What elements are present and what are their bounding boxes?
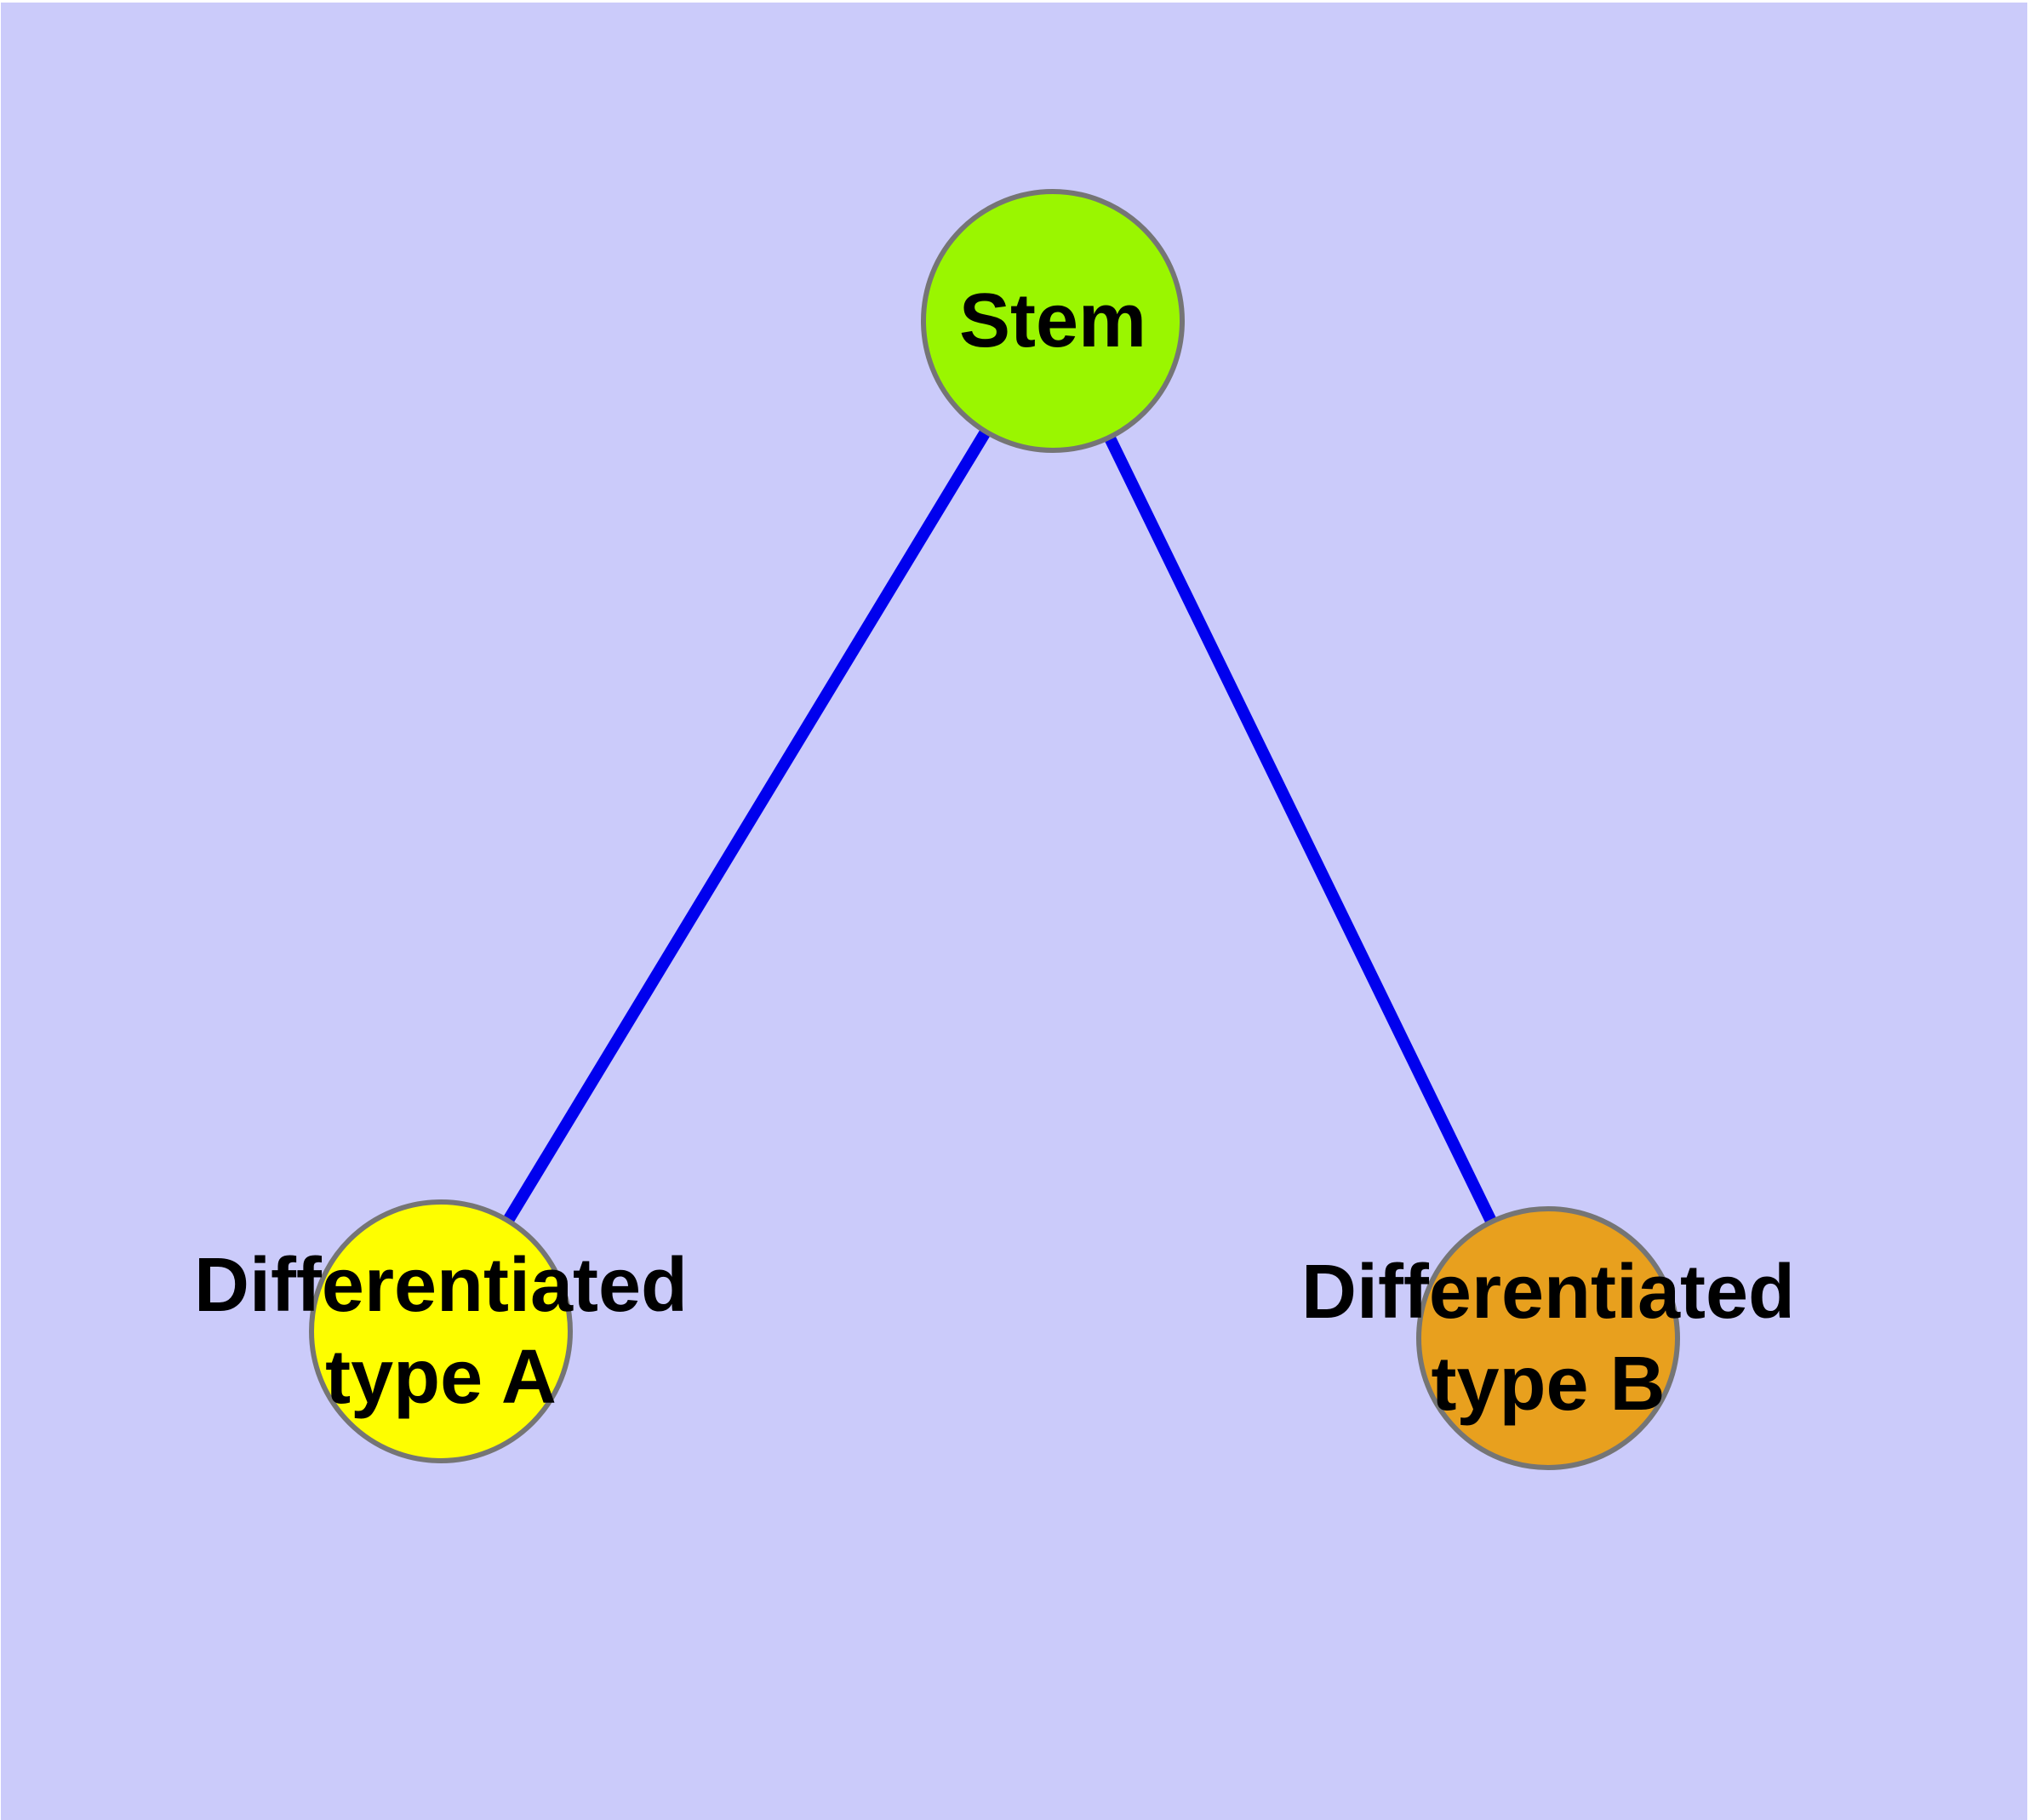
node-differentiated-type-b [1416,1206,1680,1470]
node-stem-label: Stem [670,185,1436,457]
edge-stem-to-type-a [436,318,1058,1335]
node-differentiated-type-a-label: Differentiated type A [58,1195,824,1468]
node-differentiated-type-b-label: Differentiated type B [1165,1202,1931,1474]
node-stem-label-text: Stem [958,278,1147,363]
edge-stem-to-type-b [1047,318,1554,1342]
node-differentiated-type-b-label-line2: type B [1431,1342,1666,1427]
node-differentiated-type-a [309,1199,573,1463]
node-stem [921,189,1185,453]
node-differentiated-type-a-label-line1: Differentiated [193,1243,689,1328]
node-differentiated-type-a-label-line2: type A [325,1335,557,1420]
node-differentiated-type-b-label-line1: Differentiated [1300,1250,1796,1335]
